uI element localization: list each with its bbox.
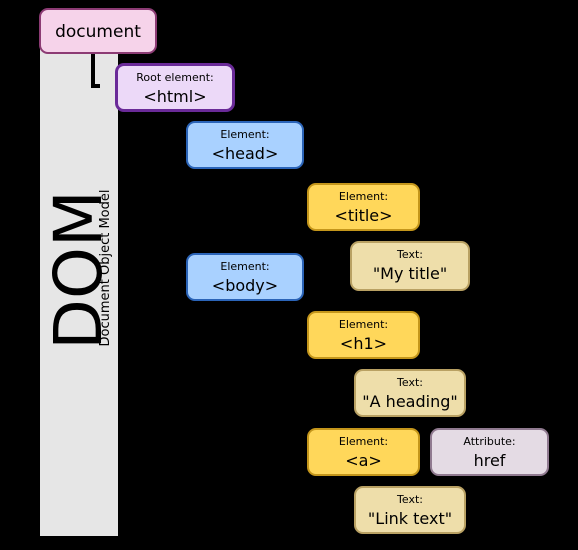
- h1-text-label: Text:: [397, 376, 423, 389]
- title-text-label: Text:: [397, 248, 423, 261]
- dom-sidebar-band: [40, 30, 118, 536]
- body-element-node: Element: <body>: [186, 253, 304, 301]
- document-node-value: document: [55, 22, 141, 42]
- attribute-node-value: href: [473, 451, 506, 470]
- a-text-node: Text: "Link text": [354, 486, 466, 534]
- h1-node-value: <h1>: [339, 334, 388, 353]
- a-node-value: <a>: [345, 451, 382, 470]
- html-node-label: Root element:: [136, 71, 214, 84]
- h1-text-value: "A heading": [362, 392, 458, 411]
- a-element-node: Element: <a>: [307, 428, 420, 476]
- document-node: document: [39, 8, 157, 54]
- body-node-label: Element:: [220, 260, 270, 273]
- a-node-label: Element:: [338, 435, 389, 448]
- h1-text-node: Text: "A heading": [354, 369, 466, 417]
- html-root-node: Root element: <html>: [115, 63, 235, 112]
- title-element-node: Element: <title>: [307, 183, 420, 231]
- body-node-value: <body>: [211, 276, 279, 295]
- head-node-label: Element:: [220, 128, 270, 141]
- title-node-label: Element:: [338, 190, 389, 203]
- head-node-value: <head>: [211, 144, 279, 163]
- title-node-value: <title>: [334, 206, 393, 225]
- attribute-node-label: Attribute:: [463, 435, 516, 448]
- a-text-label: Text:: [397, 493, 423, 506]
- dom-subtitle: Document Object Model: [98, 189, 113, 347]
- title-text-value: "My title": [372, 264, 448, 283]
- document-to-html-connector: [91, 52, 100, 88]
- head-element-node: Element: <head>: [186, 121, 304, 169]
- h1-element-node: Element: <h1>: [307, 311, 420, 359]
- a-text-value: "Link text": [367, 509, 453, 528]
- h1-node-label: Element:: [338, 318, 389, 331]
- html-node-value: <html>: [143, 87, 207, 106]
- title-text-node: Text: "My title": [350, 241, 470, 291]
- href-attribute-node: Attribute: href: [430, 428, 549, 476]
